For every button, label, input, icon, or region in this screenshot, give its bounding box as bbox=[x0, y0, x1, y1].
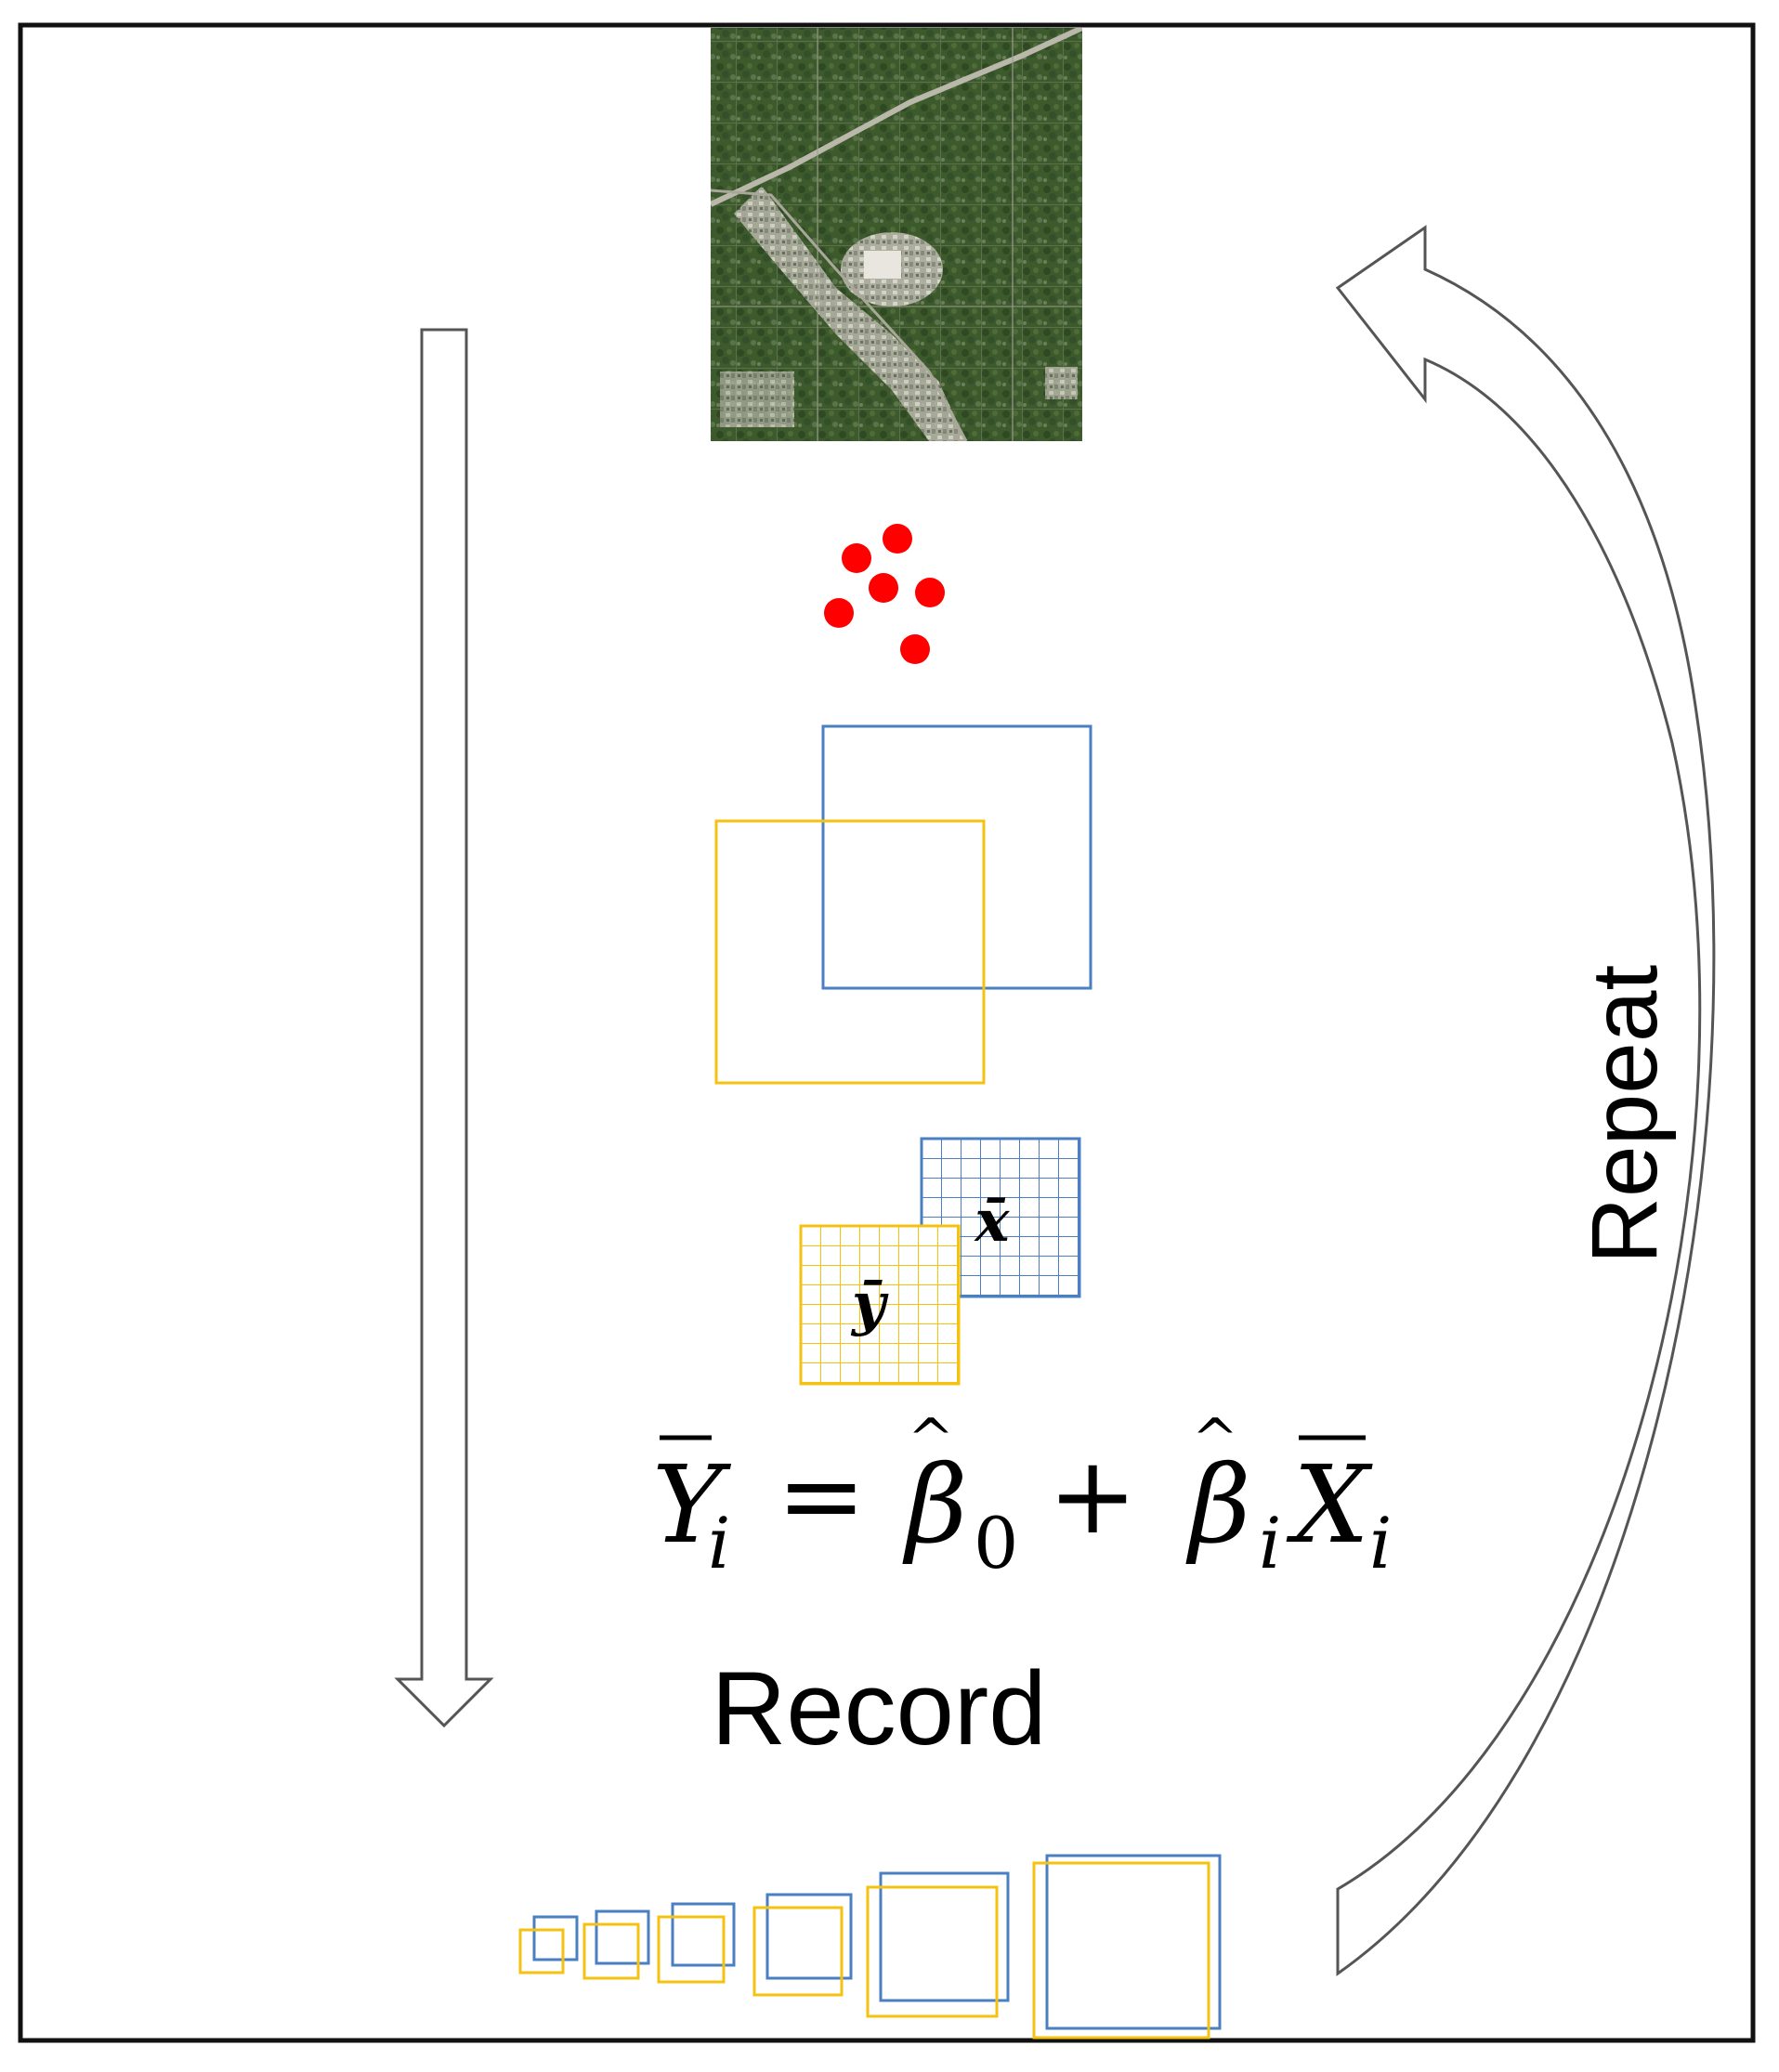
intercept-beta: β bbox=[902, 1443, 967, 1568]
blue-window bbox=[821, 724, 1092, 990]
x-bar-label: x̄ bbox=[974, 1187, 1011, 1255]
curved-up-arrow-icon bbox=[1335, 225, 1716, 1976]
yellow-window bbox=[714, 819, 986, 1085]
sample-point bbox=[824, 598, 854, 628]
sample-point bbox=[883, 524, 912, 554]
window-pair-2 bbox=[582, 1909, 650, 1980]
diagram-frame bbox=[18, 22, 1756, 2043]
record-label: Record bbox=[711, 1650, 1046, 1766]
window-pair-4 bbox=[752, 1893, 853, 1997]
sample-point bbox=[915, 578, 945, 607]
equation-rhs-subscript: i bbox=[1369, 1502, 1392, 1584]
regression-equation: Y i = ^ β 0 + ^ β i X i bbox=[652, 1407, 1392, 1584]
yellow-grid-window bbox=[799, 1224, 961, 1386]
equation-plus: + bbox=[1048, 1434, 1137, 1558]
repeat-label: Repeat bbox=[1573, 965, 1677, 1265]
equation-equals: = bbox=[777, 1434, 866, 1558]
equation-rhs-symbol: X bbox=[1286, 1443, 1373, 1568]
down-arrow-icon bbox=[394, 328, 494, 1728]
intercept-subscript: 0 bbox=[974, 1502, 1018, 1584]
intercept-hat: ^ bbox=[908, 1407, 954, 1472]
window-pair-5 bbox=[866, 1871, 1010, 2018]
equation-lhs-symbol: Y bbox=[652, 1443, 732, 1568]
sample-points bbox=[824, 524, 945, 664]
slope-subscript: i bbox=[1259, 1502, 1281, 1584]
window-pair-3 bbox=[657, 1902, 736, 1984]
sample-point bbox=[842, 543, 871, 573]
equation-lhs-subscript: i bbox=[708, 1502, 730, 1584]
window-pair-1 bbox=[518, 1915, 579, 1974]
window-pair-6 bbox=[1032, 1854, 1222, 2039]
window-scale-series bbox=[518, 1854, 1222, 2039]
sample-point bbox=[869, 573, 898, 603]
slope-hat: ^ bbox=[1192, 1407, 1238, 1472]
satellite-image bbox=[711, 28, 1082, 441]
y-bar-label: ȳ bbox=[850, 1270, 889, 1337]
slope-beta: β bbox=[1185, 1443, 1250, 1568]
sample-point bbox=[900, 634, 930, 664]
